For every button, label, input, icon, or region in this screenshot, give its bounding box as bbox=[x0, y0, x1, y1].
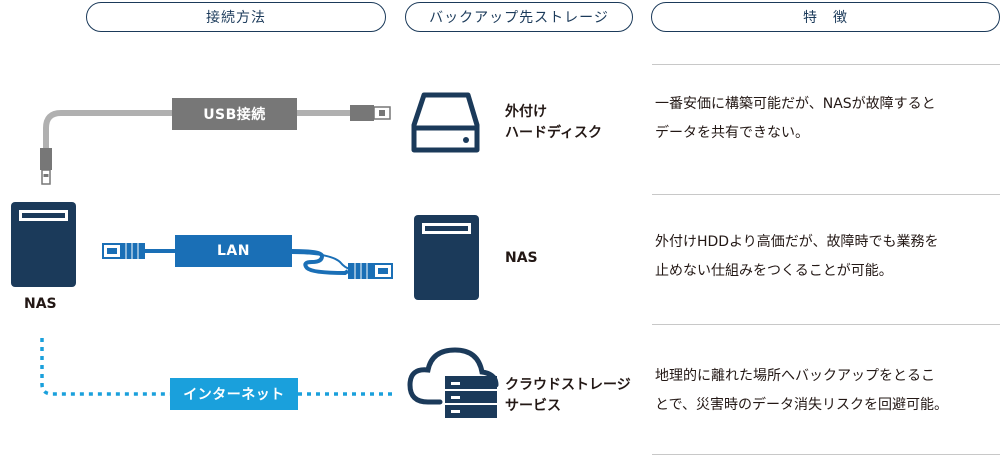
storage-label-cloud: クラウドストレージ サービス bbox=[505, 375, 631, 417]
feature-nas-line2: 止めない仕組みをつくることが可能。 bbox=[655, 263, 893, 279]
feature-cloud-line2: とで、災害時のデータ消失リスクを回避可能。 bbox=[655, 397, 949, 413]
nas-icon bbox=[414, 215, 479, 300]
lan-cable bbox=[102, 243, 393, 279]
storage-label-nas-line1: NAS bbox=[505, 250, 538, 266]
internet-label-box bbox=[170, 378, 298, 410]
header-backup-storage: バックアップ先ストレージ bbox=[405, 2, 633, 32]
usb-label-box bbox=[172, 98, 297, 130]
usb-connection-label: USB接続 bbox=[203, 107, 266, 123]
feature-hdd-line2: データを共有できない。 bbox=[655, 125, 809, 141]
feature-hdd: 一番安価に構築可能だが、NASが故障すると データを共有できない。 bbox=[655, 90, 1000, 148]
divider bbox=[652, 454, 1000, 455]
storage-label-hdd: 外付け ハードディスク bbox=[505, 102, 602, 144]
feature-nas-line1: 外付けHDDより高価だが、故障時でも業務を bbox=[655, 234, 939, 250]
cloud-server-icon bbox=[407, 347, 499, 418]
divider bbox=[652, 324, 1000, 325]
lan-label-box bbox=[175, 235, 292, 267]
hard-drive-icon bbox=[411, 92, 480, 153]
divider bbox=[652, 194, 1000, 195]
feature-cloud: 地理的に離れた場所へバックアップをとるこ とで、災害時のデータ消失リスクを回避可… bbox=[655, 362, 1000, 420]
source-nas-label: NAS bbox=[24, 296, 57, 312]
usb-cable bbox=[40, 105, 391, 185]
internet-path bbox=[40, 338, 395, 396]
feature-cloud-line1: 地理的に離れた場所へバックアップをとるこ bbox=[655, 368, 935, 384]
storage-label-hdd-line1: 外付け bbox=[505, 104, 547, 120]
storage-label-hdd-line2: ハードディスク bbox=[505, 125, 603, 141]
storage-label-nas: NAS bbox=[505, 248, 538, 269]
internet-connection-label: インターネット bbox=[183, 387, 285, 403]
storage-label-cloud-line2: サービス bbox=[505, 398, 561, 414]
feature-hdd-line1: 一番安価に構築可能だが、NASが故障すると bbox=[655, 96, 936, 112]
source-nas-icon bbox=[11, 202, 76, 287]
feature-nas: 外付けHDDより高価だが、故障時でも業務を 止めない仕組みをつくることが可能。 bbox=[655, 228, 1000, 286]
header-connection-method: 接続方法 bbox=[86, 2, 386, 32]
lan-connection-label: LAN bbox=[217, 243, 250, 259]
divider bbox=[652, 64, 1000, 65]
storage-label-cloud-line1: クラウドストレージ bbox=[505, 377, 631, 393]
